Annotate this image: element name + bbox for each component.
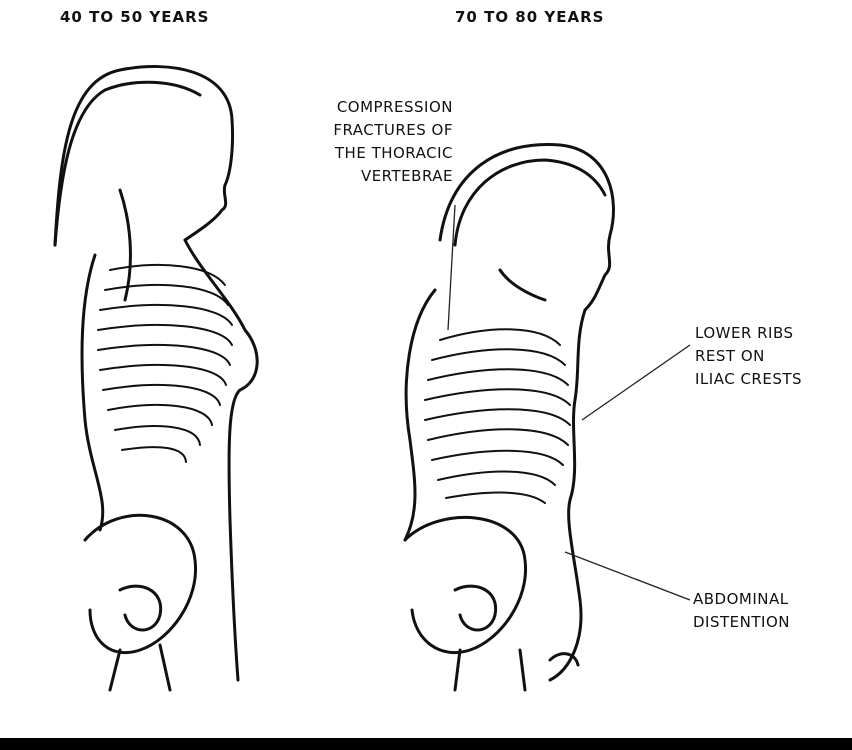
left-neck-spine (120, 190, 130, 300)
left-back-outline (82, 255, 103, 530)
right-leg (455, 650, 525, 690)
lower-ribs-leader-line (582, 345, 690, 420)
right-ribcage (425, 329, 570, 503)
compression-leader-line (448, 205, 455, 330)
right-pelvis (405, 517, 526, 652)
left-front-torso (185, 240, 257, 680)
right-front-torso (550, 310, 585, 680)
right-figure (405, 144, 613, 690)
right-hand (550, 654, 578, 665)
right-back-outline (405, 290, 435, 540)
left-leg (110, 645, 170, 690)
left-pelvis (85, 515, 196, 652)
right-hair (455, 160, 605, 245)
right-head-outline (440, 144, 613, 310)
right-neck-spine (500, 270, 545, 300)
abdominal-leader-line (565, 552, 690, 600)
right-hip-joint (455, 586, 496, 630)
bottom-border-bar (0, 738, 852, 750)
left-hip-joint (120, 586, 161, 630)
left-ribcage (98, 265, 232, 462)
left-figure (55, 67, 257, 690)
left-head-outline (55, 67, 233, 245)
